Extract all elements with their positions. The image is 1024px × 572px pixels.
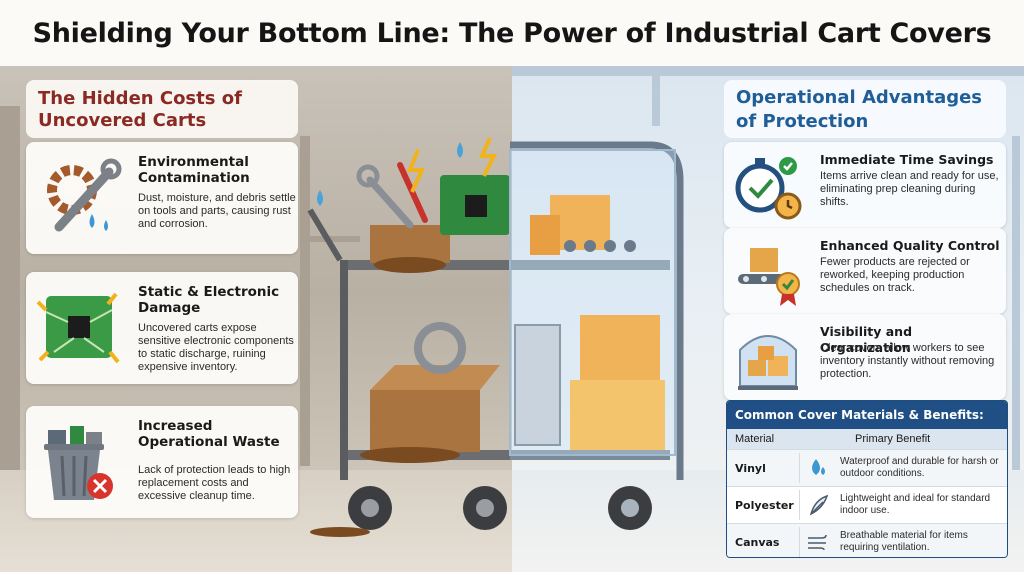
card-desc: Items arrive clean and ready for use, el… [820, 170, 999, 208]
card-desc: Dust, moisture, and debris settle on too… [138, 192, 296, 230]
card-visibility-organization: Visibility and Organization Clear covers… [724, 314, 1006, 400]
table-row: Polyester Lightweight and ideal for stan… [727, 486, 1007, 523]
circuit-board-icon [36, 292, 120, 364]
cart-post-left [340, 260, 348, 480]
trash-can-icon [44, 426, 113, 500]
airflow-icon [799, 527, 836, 557]
cart-frame-clean [510, 141, 684, 480]
material-benefit: Waterproof and durable for harsh or outd… [840, 456, 999, 479]
col-material: Material [735, 433, 775, 445]
page-title: Shielding Your Bottom Line: The Power of… [32, 17, 992, 49]
table-row: Canvas Breathable material for items req… [727, 523, 1007, 557]
feather-icon [799, 490, 836, 520]
lightning-icon [407, 149, 426, 193]
card-desc: Uncovered carts expose sensitive electro… [138, 322, 294, 373]
table-title: Common Cover Materials & Benefits: [727, 401, 1007, 429]
material-name: Vinyl [735, 461, 766, 475]
title-bar: Shielding Your Bottom Line: The Power of… [0, 0, 1024, 66]
material-name: Canvas [735, 535, 780, 549]
conveyor-quality-icon [738, 248, 800, 306]
computer-tower [514, 324, 561, 446]
cart-handle [307, 208, 343, 262]
rust-stain-top [374, 257, 446, 273]
material-name: Polyester [735, 498, 794, 512]
materials-table: Common Cover Materials & Benefits: Mater… [726, 400, 1008, 558]
card-title: Visibility and Organization [820, 324, 913, 355]
card-environmental-contamination: Environmental Contamination Dust, moistu… [26, 142, 298, 254]
cart-illustration [307, 137, 684, 537]
material-benefit: Lightweight and ideal for standard indoo… [840, 493, 991, 516]
card-increased-operational-waste: Increased Operational Waste Lack of prot… [26, 406, 298, 518]
covered-boxes-icon [738, 335, 798, 390]
card-enhanced-quality-control: Enhanced Quality Control Fewer products … [724, 228, 1006, 314]
card-desc: Lack of protection leads to high replace… [138, 464, 291, 502]
table-header-row: Material Primary Benefit [727, 429, 1007, 449]
card-desc: Clear covers allow workers to see invent… [820, 342, 995, 380]
card-static-electronic-damage: Static & Electronic Damage Uncovered car… [26, 272, 298, 384]
card-title: Enhanced Quality Control [820, 238, 1000, 253]
top-shelf-clean [510, 260, 670, 270]
water-drop-cart-icon [457, 142, 463, 158]
water-drop-icon [799, 453, 836, 483]
material-benefit: Breathable material for items requiring … [840, 530, 968, 553]
clean-box-mid [580, 315, 660, 380]
right-heading: Operational Advantages of Protection [724, 80, 1006, 138]
card-immediate-time-savings: Immediate Time Savings Items arrive clea… [724, 142, 1006, 228]
dirty-box-top [370, 225, 450, 263]
table-row: Vinyl Waterproof and durable for harsh o… [727, 449, 1007, 486]
card-title: Static & Electronic Damage [138, 284, 280, 316]
card-title: Immediate Time Savings [820, 152, 994, 167]
gear-icon [414, 322, 466, 374]
stopwatch-icon [735, 157, 802, 220]
card-title: Environmental Contamination [138, 154, 250, 186]
wrench-icon [366, 176, 414, 229]
clean-box-bottom [570, 380, 665, 450]
left-heading: The Hidden Costs of Uncovered Carts [26, 80, 298, 138]
screwdriver-icon [397, 162, 428, 223]
col-benefit: Primary Benefit [855, 433, 931, 445]
card-desc: Fewer products are rejected or reworked,… [820, 256, 970, 294]
wrench-gear-icon [47, 158, 122, 232]
dirty-box-bottom [370, 390, 480, 452]
card-title: Increased Operational Waste [138, 418, 280, 450]
rust-stain-bottom [360, 447, 460, 463]
